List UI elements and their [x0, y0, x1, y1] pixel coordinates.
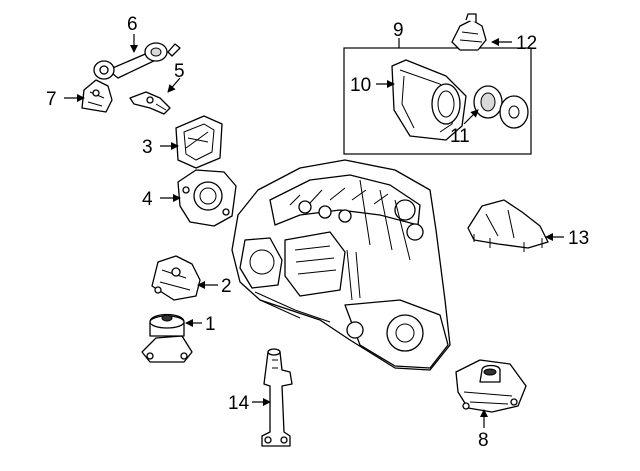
leader-lines: [64, 34, 564, 428]
callout-12: 12: [516, 33, 537, 54]
callout-8: 8: [478, 430, 489, 451]
engine-assembly: [231, 159, 451, 371]
part-8-mount: [455, 359, 527, 413]
part-6-torque-rod: [93, 42, 181, 80]
callout-labels: 6 7 5 3 4 2 1 14 8 13 9 10 11 12: [46, 14, 589, 451]
callout-1: 1: [205, 314, 216, 335]
part-2-bracket: [151, 255, 201, 301]
callout-4: 4: [142, 189, 153, 210]
part-11-bushing: [473, 85, 529, 129]
part-5-bracket: [129, 91, 171, 115]
callout-5: 5: [174, 61, 185, 82]
part-13-bracket: [467, 199, 549, 252]
part-9-group-box: [343, 47, 532, 155]
callout-3: 3: [142, 137, 153, 158]
part-12-cap: [451, 13, 487, 51]
callout-14: 14: [228, 393, 250, 414]
part-4-bracket: [177, 169, 237, 227]
callout-9: 9: [393, 20, 404, 41]
callout-7: 7: [46, 89, 57, 110]
part-3-plate: [175, 115, 223, 169]
callout-11: 11: [450, 126, 470, 147]
callout-6: 6: [127, 14, 138, 35]
callout-10: 10: [350, 75, 371, 96]
part-1-mount: [141, 313, 193, 363]
callout-2: 2: [221, 276, 232, 297]
part-14-shaft: [261, 348, 293, 447]
part-7-bracket: [81, 79, 113, 113]
part-10-housing: [391, 59, 467, 141]
callout-13: 13: [568, 228, 589, 249]
